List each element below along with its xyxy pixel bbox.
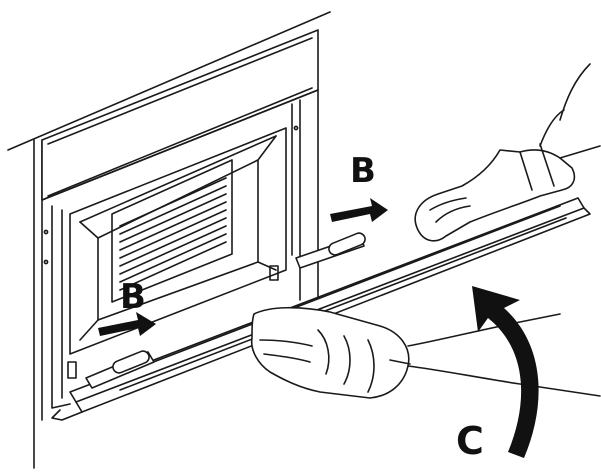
control-panel (41, 29, 319, 201)
hinge-slots (67, 265, 279, 379)
arrow-b-upper (330, 198, 388, 222)
label-b-lower: B (120, 277, 146, 317)
fan-grille (111, 159, 233, 303)
label-b-upper: B (350, 151, 376, 191)
door-glass-panel (51, 197, 591, 421)
arrow-b-lower (98, 312, 156, 336)
label-c: C (456, 419, 484, 463)
lower-hand (250, 306, 601, 399)
hinge-levers (85, 232, 366, 389)
oven-cavity (69, 127, 287, 355)
arrow-c (472, 286, 539, 458)
upper-hand (414, 63, 601, 242)
